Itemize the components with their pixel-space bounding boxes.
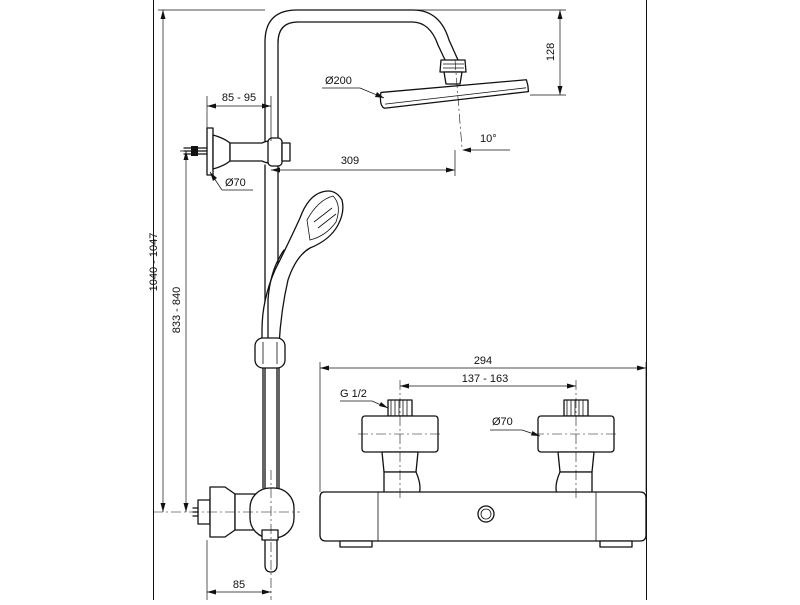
column-clamp-screw: [281, 142, 291, 162]
hand-shower-body: [261, 190, 344, 356]
dim-head-tilt: 10°: [480, 133, 497, 145]
wall-bracket-arm: [229, 140, 271, 164]
shower-column: [183, 9, 530, 573]
mixer-dimensions: 294 137 - 163 G 1/2 Ø70: [319, 355, 647, 492]
right-handle-base: [599, 540, 633, 548]
shower-head-face: [384, 87, 527, 105]
dim-total-height: 1040 - 1047: [148, 233, 160, 292]
left-dimensions: 85 - 95 128 Ø200 309 10° Ø70 1040 -: [148, 9, 566, 600]
left-handle-base: [339, 540, 373, 548]
hand-shower-spray-face: [306, 195, 339, 241]
dim-inlet-spacing: 137 - 163: [462, 373, 508, 385]
riser-arm-inner: [277, 21, 447, 146]
head-nut: [439, 59, 467, 73]
dim-inlet-thread: G 1/2: [340, 388, 367, 400]
column-clamp: [267, 137, 283, 167]
slider-holder: [254, 337, 286, 369]
dim-mixer-offset: 85: [233, 579, 245, 591]
hand-shower: [261, 190, 344, 356]
hose: [264, 367, 278, 573]
mixer-body-sections: [377, 492, 597, 541]
hand-shower-handle-edge: [267, 249, 285, 349]
dim-bracket-height: 833 - 840: [171, 287, 183, 333]
head-ball-joint: [443, 71, 463, 85]
frame-right-border: [646, 0, 647, 600]
dim-bracket-diameter: Ø70: [225, 177, 246, 189]
outlet-left-circle: [477, 505, 495, 523]
wall-bracket-plate: [206, 127, 214, 176]
dim-mixer-width: 294: [474, 355, 492, 367]
slider-holder-grip: [262, 342, 278, 364]
dim-flange-diameter: Ø70: [492, 416, 513, 428]
wall-bracket-base: [212, 134, 231, 170]
dim-head-diameter: Ø200: [325, 75, 352, 87]
side-outlet: [261, 529, 279, 541]
head-nut-knurl: [443, 63, 464, 69]
dim-head-height: 128: [545, 43, 557, 61]
hand-shower-nozzle-lines: [313, 207, 337, 229]
head-axis-line: [454, 59, 463, 149]
frame-left-border: [153, 0, 154, 600]
riser-arm-outer: [264, 9, 459, 146]
mixer-front-view: [319, 380, 647, 548]
dim-head-projection: 309: [341, 155, 359, 167]
dim-arm-reach: 85 - 95: [222, 92, 256, 104]
